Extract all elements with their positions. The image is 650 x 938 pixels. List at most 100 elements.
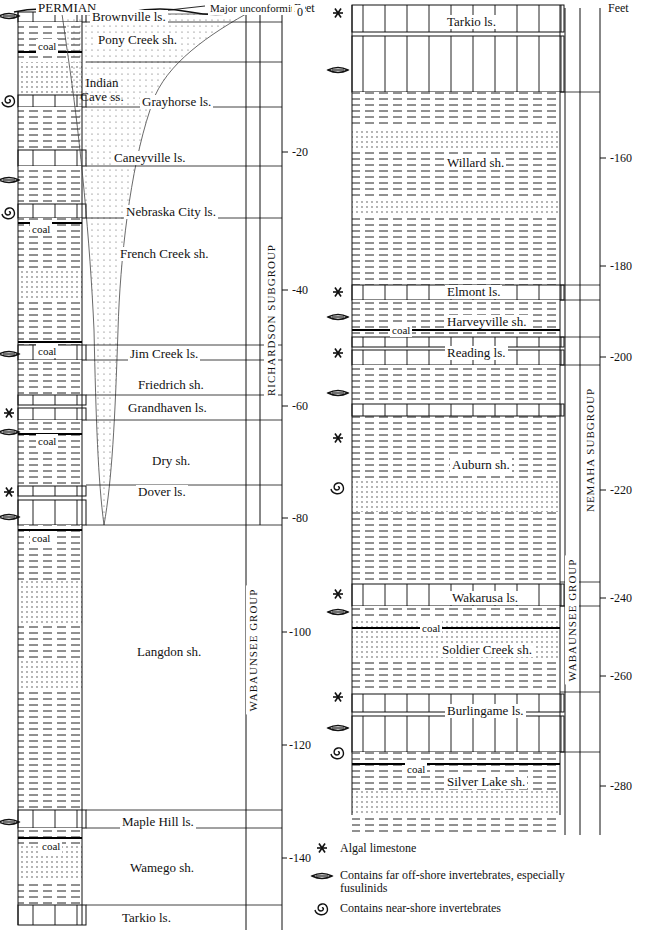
boundary-line xyxy=(86,62,282,63)
formation-label: Tarkio ls. xyxy=(120,911,173,925)
bed-ground xyxy=(18,500,86,525)
formation-label: coal xyxy=(30,531,52,545)
formation-label: Langdon sh. xyxy=(135,645,203,659)
tick xyxy=(600,266,606,267)
bed-ground xyxy=(18,360,82,395)
tick xyxy=(282,152,288,153)
boundary-line xyxy=(560,692,600,693)
formation-label: French Creek sh. xyxy=(118,247,210,261)
unit-name: NEMAHA SUBGROUP xyxy=(583,385,597,515)
tick xyxy=(600,598,606,599)
formation-label: coal xyxy=(36,39,58,53)
formation-label: Burlingame ls. xyxy=(445,704,526,718)
unit-name: WABAUNSEE GROUP xyxy=(565,556,579,685)
bed xyxy=(352,620,560,660)
formation-label: Brownville ls. xyxy=(90,10,168,24)
depth-label: -100 xyxy=(287,625,313,639)
bed-ground xyxy=(352,128,560,150)
boundary-line xyxy=(86,905,282,906)
bed-ground xyxy=(18,270,82,300)
coal-seam xyxy=(352,763,560,765)
bed xyxy=(18,828,82,905)
bed xyxy=(352,752,560,835)
bed-ground xyxy=(18,345,86,360)
bed xyxy=(18,204,86,218)
bed-ground xyxy=(18,660,82,690)
column-edge xyxy=(560,5,561,815)
bed xyxy=(18,810,86,828)
formation-label: coal xyxy=(40,839,62,853)
bed-ground xyxy=(352,404,564,416)
bed xyxy=(18,500,86,525)
bed-ground xyxy=(18,580,82,625)
coal-seam xyxy=(352,627,560,629)
unit-name: WABAUNSEE GROUP xyxy=(246,586,260,715)
bed-ground xyxy=(18,525,82,810)
depth-label: -40 xyxy=(290,283,310,297)
formation-label: coal xyxy=(405,762,427,776)
formation-label: Nebraska City ls. xyxy=(124,205,218,219)
bed-ground xyxy=(352,790,560,815)
bed-ground xyxy=(352,5,564,32)
bed-ground xyxy=(18,395,86,405)
bed xyxy=(18,905,86,925)
bed xyxy=(18,150,86,166)
bed-ground xyxy=(352,584,564,606)
formation-label: coal xyxy=(390,323,412,337)
formation-label: Major unconformity xyxy=(208,1,302,15)
bed-ground xyxy=(352,752,560,835)
bed xyxy=(18,525,82,810)
column-edge xyxy=(18,12,19,925)
bed xyxy=(352,404,564,416)
formation-label: Pony Creek sh. xyxy=(96,33,179,47)
bed xyxy=(352,92,560,285)
depth-label: -280 xyxy=(608,779,634,793)
bed-ground xyxy=(18,905,86,925)
legend-text: Contains near-shore invertebrates xyxy=(340,902,605,915)
formation-label: Auburn sh. xyxy=(450,458,512,472)
tick xyxy=(600,676,606,677)
tick xyxy=(282,518,288,519)
bed-ground xyxy=(18,810,86,828)
formation-label: Jim Creek ls. xyxy=(128,347,200,361)
boundary-line xyxy=(86,525,282,526)
boundary-line xyxy=(86,395,282,396)
bed xyxy=(352,584,564,606)
bed xyxy=(18,580,82,625)
formation-label: Grayhorse ls. xyxy=(140,95,213,109)
formation-label: Willard sh. xyxy=(445,156,506,170)
boundary-line xyxy=(560,365,600,366)
formation-label: Wamego sh. xyxy=(128,861,196,875)
depth-label: -140 xyxy=(287,851,313,865)
tick xyxy=(600,786,606,787)
bed-ground xyxy=(18,486,86,496)
bed xyxy=(352,790,560,815)
bed-ground xyxy=(352,365,560,582)
bed-ground xyxy=(18,828,82,905)
formation-label: coal xyxy=(36,344,58,358)
formation-label: Dover ls. xyxy=(136,485,188,499)
bed-ground xyxy=(352,300,560,337)
formation-label: coal xyxy=(420,621,442,635)
bed xyxy=(352,300,560,337)
boundary-line xyxy=(86,345,282,346)
bed xyxy=(352,365,560,582)
depth-label: -240 xyxy=(608,591,634,605)
boundary-line xyxy=(86,420,282,421)
formation-label: Dry sh. xyxy=(150,454,192,468)
depth-label: -200 xyxy=(608,350,634,364)
bed-ground xyxy=(18,420,82,485)
formation-label: Grandhaven ls. xyxy=(126,401,209,415)
bed-ground xyxy=(352,36,564,92)
unit-name: RICHARDSON SUBGROUP xyxy=(264,241,278,399)
formation-label: Reading ls. xyxy=(445,346,508,360)
bed xyxy=(18,395,86,405)
bed xyxy=(352,716,564,752)
tick xyxy=(600,158,606,159)
bed-ground xyxy=(18,408,86,420)
bed xyxy=(18,218,82,345)
bed-ground xyxy=(352,606,560,692)
boundary-line xyxy=(560,337,600,338)
depth-label: -180 xyxy=(608,259,634,273)
